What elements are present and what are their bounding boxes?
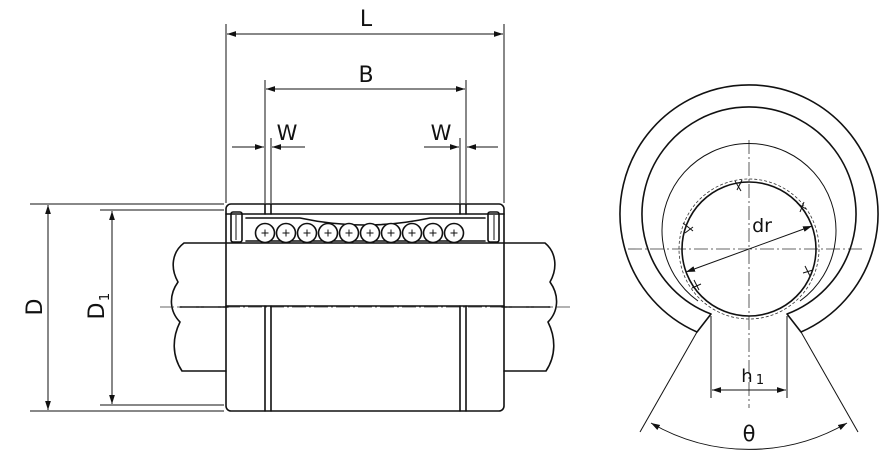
ball — [422, 222, 444, 244]
dim-W-left-label: W — [277, 121, 298, 145]
ball — [275, 222, 297, 244]
end-view: dr h 1 θ — [619, 84, 879, 450]
extension-lines — [30, 24, 505, 412]
side-view: L B W W D D 1 — [23, 7, 570, 412]
dim-dr-label: dr — [752, 215, 772, 237]
ball — [254, 222, 276, 244]
ball — [380, 222, 402, 244]
ball — [443, 222, 465, 244]
ball-row — [254, 222, 465, 244]
dim-W-right-label: W — [431, 121, 452, 145]
intermediate-ring — [661, 143, 837, 302]
ball — [317, 222, 339, 244]
ball — [359, 222, 381, 244]
ball-track-marks — [682, 179, 814, 291]
dim-D1-subscript: 1 — [98, 293, 113, 301]
dim-L-label: L — [360, 7, 373, 32]
dimension-lines — [45, 31, 503, 410]
ball — [296, 222, 318, 244]
dim-h1-label: h — [741, 366, 752, 387]
dim-D-label: D — [23, 299, 48, 316]
dim-h1-subscript: 1 — [756, 373, 764, 388]
shaft — [160, 242, 570, 372]
dim-theta-label: θ — [743, 422, 756, 446]
dim-D1-label: D — [85, 303, 110, 320]
outer-sleeve — [619, 84, 879, 333]
ball — [401, 222, 423, 244]
ball — [338, 222, 360, 244]
inner-bore — [681, 181, 817, 317]
dim-B-label: B — [358, 63, 373, 88]
